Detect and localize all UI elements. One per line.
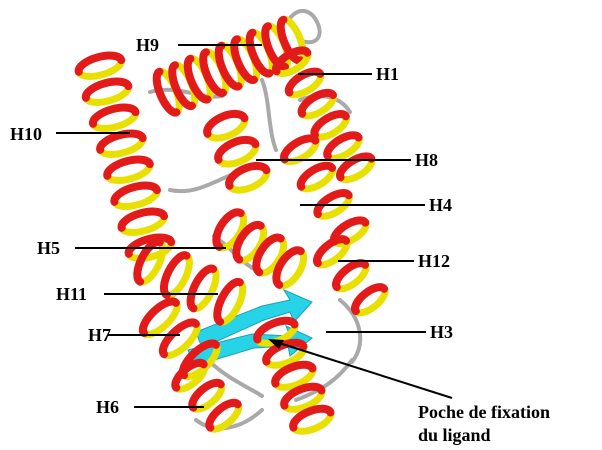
ligand-pocket-annotation: Poche de fixation du ligand [418, 401, 550, 446]
coil-segment-3 [262, 80, 276, 150]
helix-h9-ribbon [152, 17, 308, 116]
helix-h3-ribbon [254, 316, 334, 436]
label-h9: H9 [136, 36, 159, 54]
label-h10: H10 [10, 125, 42, 143]
label-h5: H5 [37, 239, 60, 257]
coil-segment-8 [208, 360, 262, 396]
annotation-line-2: du ligand [418, 424, 550, 447]
annotation-line-1: Poche de fixation [418, 401, 550, 424]
label-h3: H3 [430, 323, 453, 341]
label-h6: H6 [96, 398, 119, 416]
label-h8: H8 [415, 151, 438, 169]
helix-h6-ribbon [171, 358, 243, 434]
helix-h12-ribbon [313, 235, 389, 318]
label-h11: H11 [56, 285, 87, 303]
label-h12: H12 [418, 252, 450, 270]
label-h4: H4 [429, 196, 452, 214]
label-h1: H1 [376, 65, 399, 83]
label-h7: H7 [88, 326, 111, 344]
